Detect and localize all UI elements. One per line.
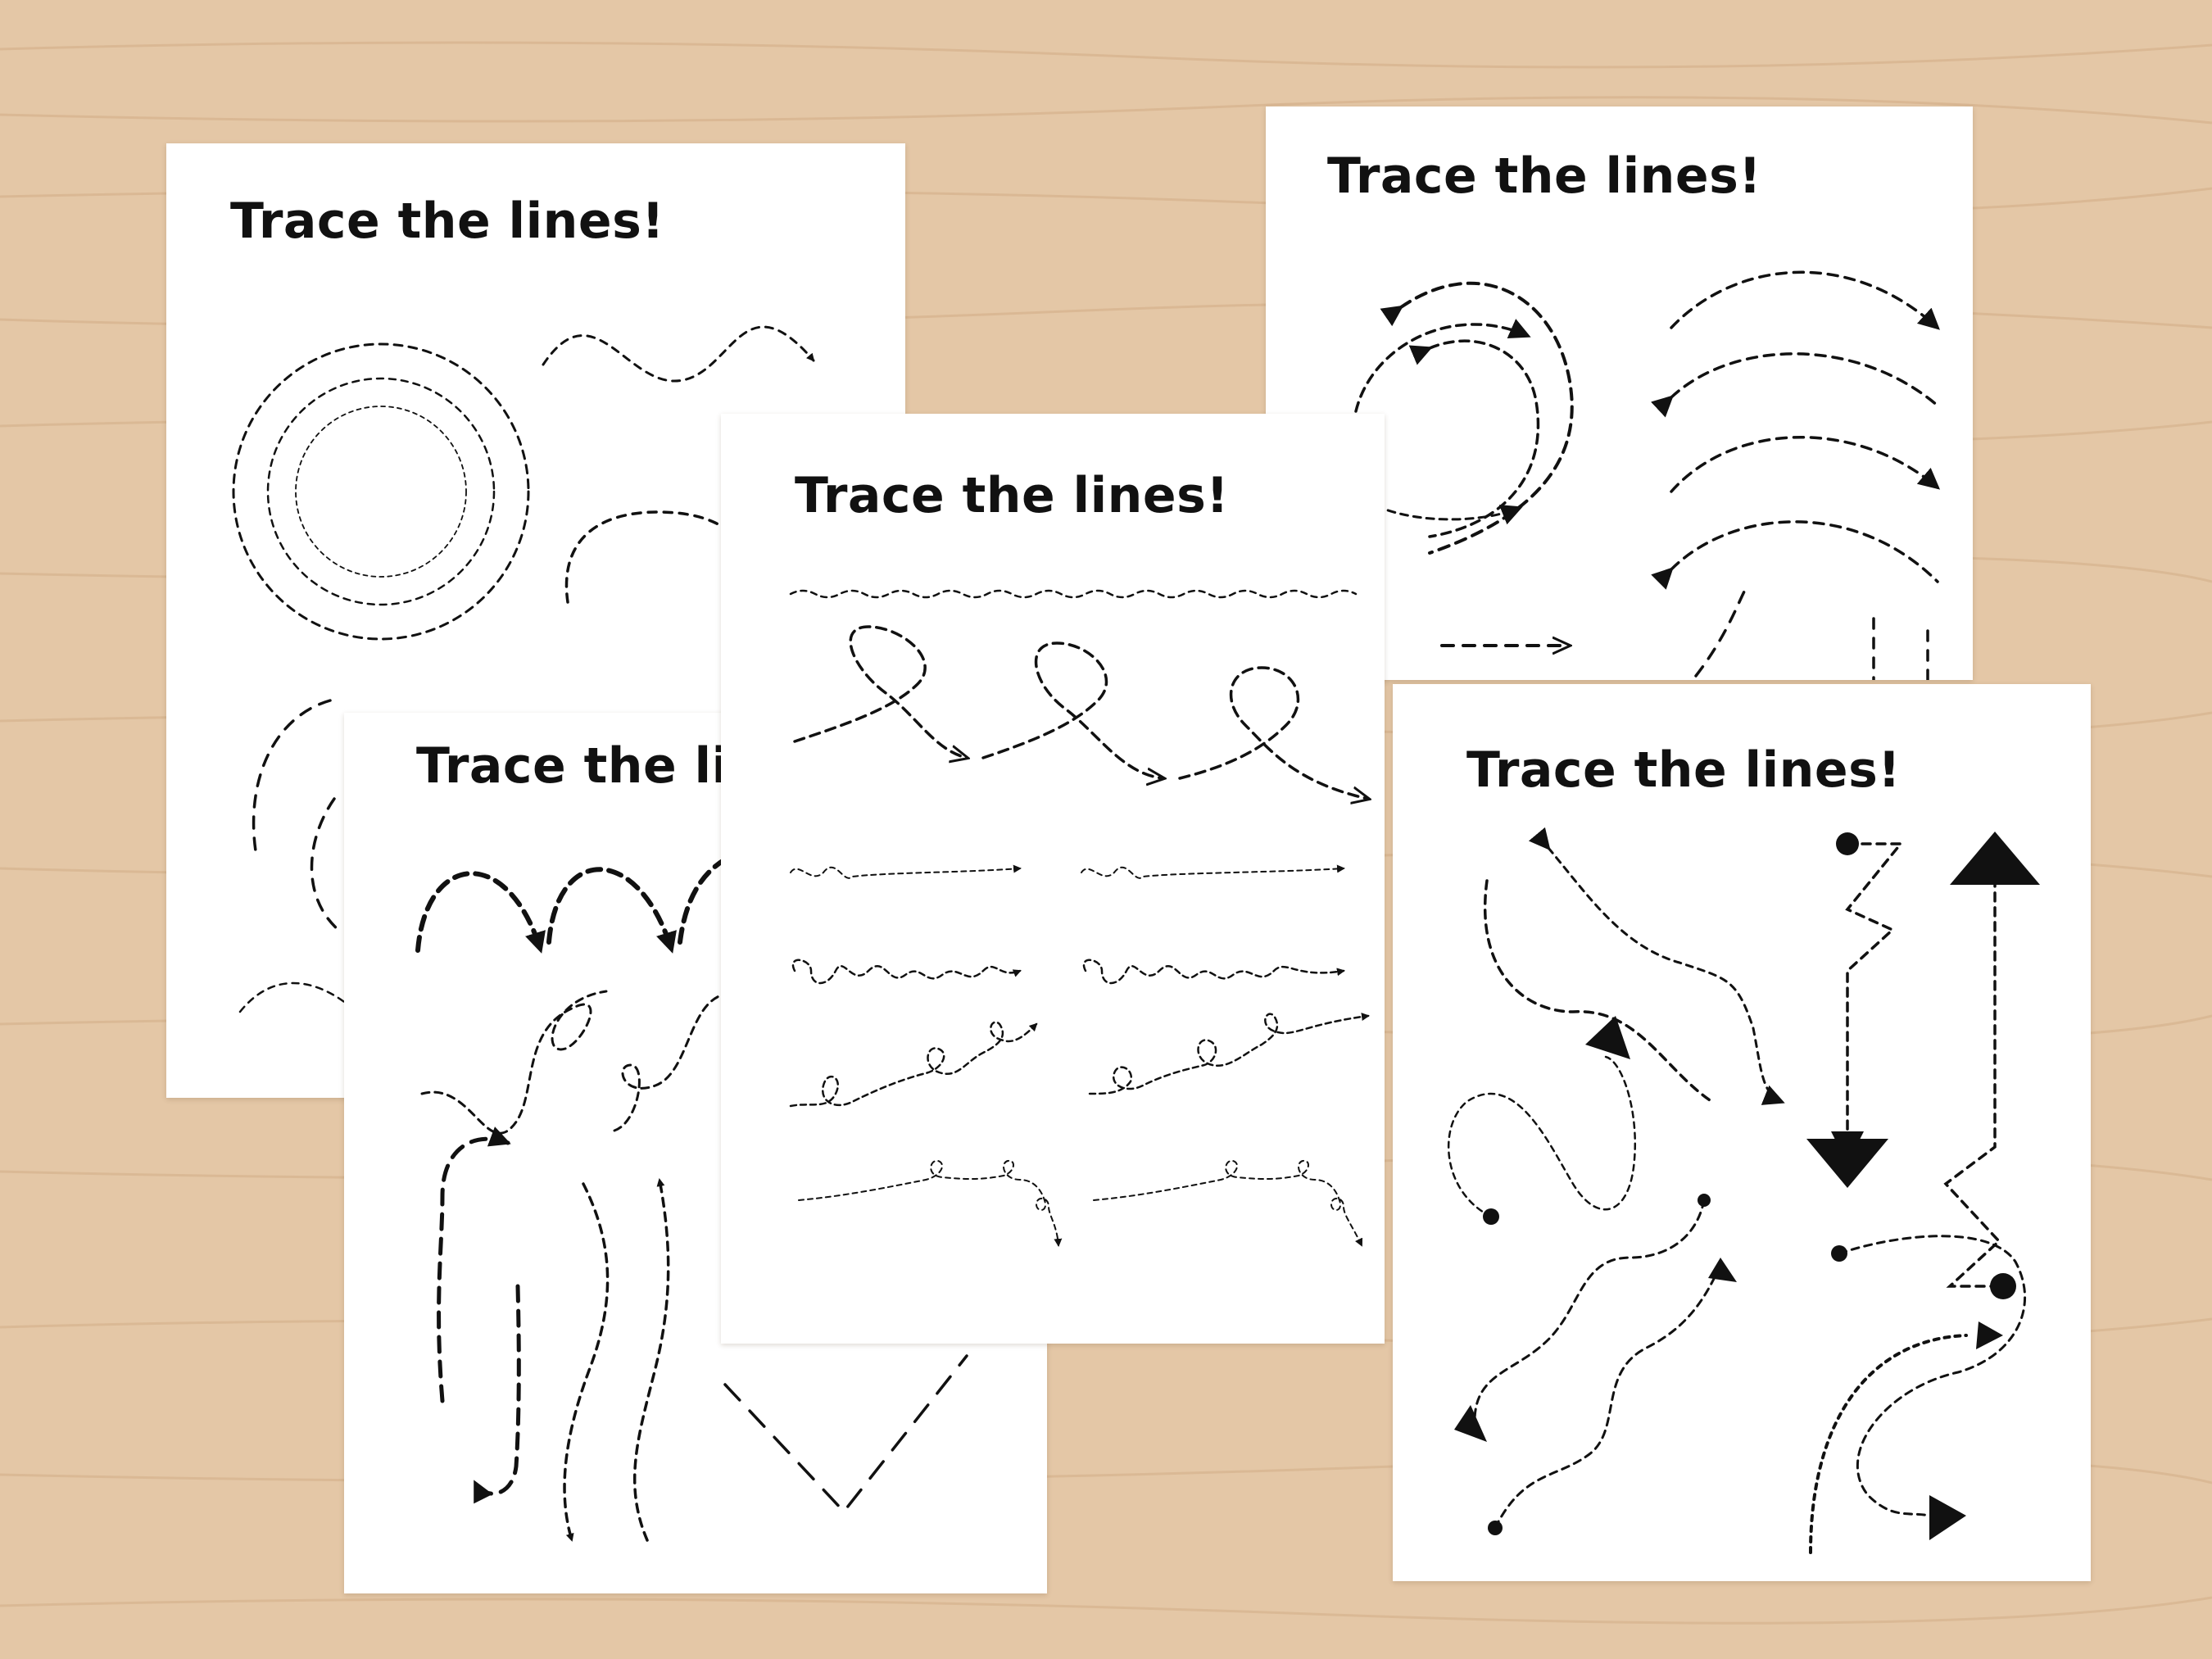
worksheet-arrows: Trace the lines!: [1393, 684, 2091, 1581]
worksheet-arcs: Trace the lines!: [1266, 107, 1973, 680]
tracing-lines-circles: [232, 325, 815, 1013]
worksheet-loops: Trace the lines!: [721, 414, 1385, 1344]
tracing-lines-arrows: [1447, 827, 2040, 1554]
worksheet-title: Trace the lines!: [795, 467, 1230, 524]
tracing-lines-loops: [789, 589, 1385, 1247]
tracing-lines-humps: [415, 841, 968, 1542]
worksheet-title: Trace the lines!: [1466, 741, 1902, 799]
worksheet-title: Trace the lines!: [230, 193, 665, 250]
worksheet-title: Trace the lines!: [1327, 147, 1762, 205]
